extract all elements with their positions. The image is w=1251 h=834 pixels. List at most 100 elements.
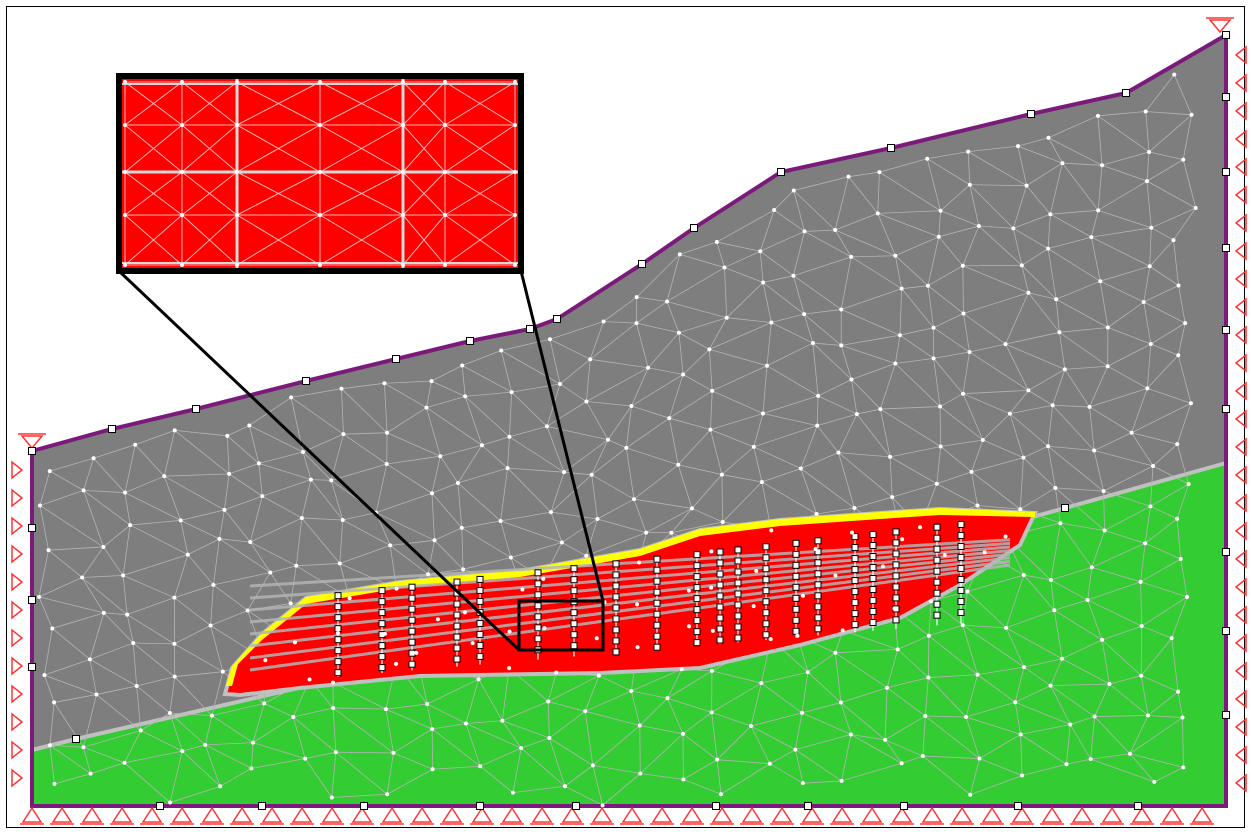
mesh-edge	[464, 396, 510, 438]
mesh-edge	[465, 723, 522, 749]
callout-leader	[117, 269, 521, 652]
square-node	[716, 559, 724, 567]
mesh-node	[929, 598, 934, 603]
mesh-node	[583, 709, 588, 714]
mesh-node	[1048, 212, 1053, 217]
inset-edge	[181, 124, 238, 173]
mesh-edge	[89, 659, 97, 695]
mesh-edge	[1048, 445, 1095, 451]
mesh-edge	[465, 720, 503, 724]
mesh-edge	[671, 508, 693, 534]
mesh-node	[848, 732, 853, 737]
mesh-edge	[969, 184, 980, 227]
mesh-edge	[877, 172, 880, 214]
mesh-node	[339, 386, 344, 391]
inset-edge	[236, 124, 321, 173]
mesh-edge	[716, 759, 722, 795]
mesh-edge	[1173, 240, 1179, 286]
stratum-line	[249, 559, 1011, 660]
mesh-node	[644, 530, 649, 535]
mesh-edge	[431, 728, 481, 767]
mesh-edge	[936, 446, 942, 484]
mesh-node	[1143, 109, 1148, 114]
mesh-node	[37, 594, 42, 599]
mesh-edge	[586, 359, 591, 402]
square-node	[408, 649, 416, 657]
mesh-edge	[1050, 209, 1099, 215]
mesh-edge	[1091, 227, 1152, 238]
mesh-edge	[49, 744, 91, 775]
mesh-node	[498, 518, 503, 523]
mesh-node	[890, 495, 895, 500]
mesh-node	[218, 784, 223, 789]
mesh-edge	[1103, 491, 1105, 531]
pin-support-icon	[51, 806, 73, 823]
square-node	[734, 590, 742, 598]
mesh-edge	[510, 542, 562, 558]
mesh-edge	[933, 313, 964, 329]
mesh-edge	[607, 405, 632, 440]
mesh-node	[758, 249, 763, 254]
mesh-edge	[841, 762, 902, 782]
mesh-node	[394, 586, 399, 591]
mesh-edge	[211, 715, 254, 743]
mesh-edge	[210, 625, 224, 672]
mesh-edge	[549, 321, 604, 340]
mesh-edge	[1094, 715, 1149, 717]
mesh-edge	[840, 702, 852, 735]
square-node	[933, 523, 941, 531]
mesh-node	[769, 320, 774, 325]
square-node	[814, 537, 822, 545]
mesh-edge	[1005, 331, 1060, 345]
mesh-edge	[962, 265, 1029, 294]
mesh-edge	[962, 624, 978, 675]
mesh-edge	[761, 481, 817, 515]
mesh-node	[562, 784, 567, 789]
inset-node	[180, 123, 184, 127]
square-node	[570, 565, 578, 573]
mesh-edge	[647, 332, 680, 369]
square-node	[1061, 504, 1069, 512]
mesh-edge	[511, 391, 548, 427]
mesh-edge	[711, 712, 752, 727]
mesh-edge	[1052, 369, 1066, 406]
mesh-edge	[82, 575, 124, 578]
mesh-edge	[1149, 265, 1179, 286]
square-node	[408, 605, 416, 613]
mesh-edge	[1050, 579, 1088, 601]
mesh-edge	[678, 464, 723, 475]
mesh-edge	[586, 401, 609, 440]
mesh-edge	[591, 474, 635, 500]
mesh-edge	[1131, 432, 1154, 467]
mesh-edge	[1182, 717, 1184, 768]
mesh-node	[479, 443, 484, 448]
mesh-edge	[89, 612, 105, 660]
mesh-node	[1062, 367, 1067, 372]
fixed-head-icon	[1208, 19, 1232, 34]
mesh-edge	[838, 452, 893, 498]
mesh-edge	[1070, 716, 1095, 725]
mesh-node	[635, 645, 640, 650]
square-node	[653, 566, 661, 574]
mesh-node	[791, 188, 796, 193]
mesh-edge	[1017, 146, 1027, 186]
mesh-node	[1144, 179, 1149, 184]
square-node	[792, 594, 800, 602]
square-node	[892, 528, 900, 536]
mesh-edge	[83, 730, 141, 748]
roller-support-icon	[1234, 353, 1247, 373]
square-node	[570, 587, 578, 595]
mesh-node	[833, 227, 838, 232]
mesh-edge	[668, 418, 679, 465]
mesh-edge	[807, 671, 842, 703]
square-node	[378, 664, 386, 672]
mesh-edge	[49, 745, 55, 784]
mesh-edge	[130, 520, 181, 526]
square-node	[792, 583, 800, 591]
mesh-edge	[793, 275, 842, 310]
mesh-node	[601, 319, 606, 324]
mesh-node	[714, 240, 719, 245]
mesh-edge	[390, 539, 435, 546]
mesh-edge	[163, 476, 182, 521]
pin-support-icon	[711, 806, 733, 823]
